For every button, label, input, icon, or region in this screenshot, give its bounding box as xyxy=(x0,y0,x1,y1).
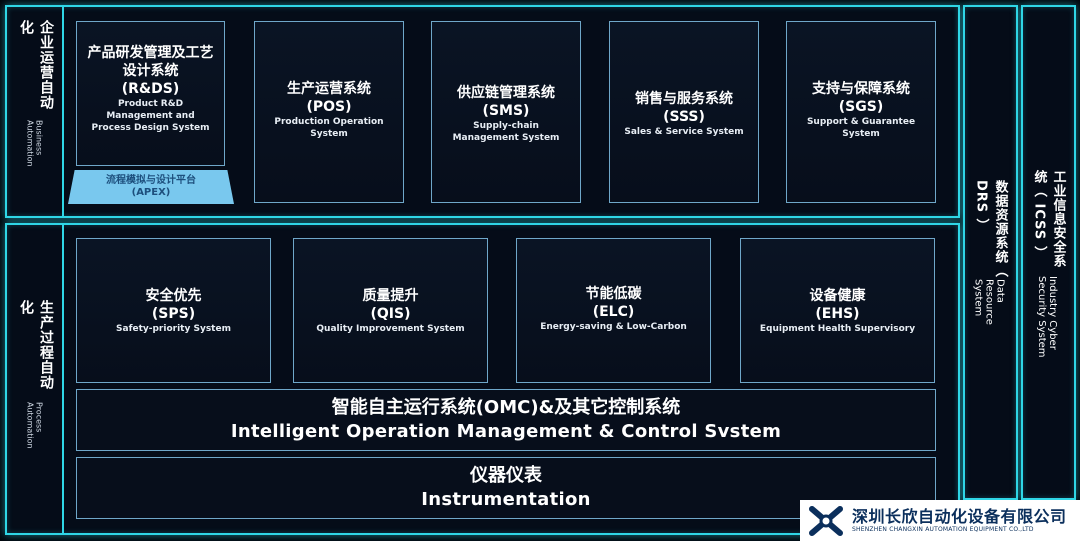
rnd-title-cn: 产品研发管理及工艺设计系统 xyxy=(87,45,214,79)
sgs-abbr: (SGS) xyxy=(838,99,884,115)
ehs-system-box[interactable]: 设备健康 (EHS) Equipment Health Supervisory xyxy=(740,238,935,383)
icss-title-cn: 工业信息安全系统（ ICSS ） xyxy=(1031,170,1066,268)
drs-title-en: Data Resource System xyxy=(972,278,1006,325)
qis-title-en: Quality Improvement System xyxy=(316,324,465,334)
changxin-logo-icon xyxy=(809,505,843,536)
elc-title-cn: 节能低碳 xyxy=(585,286,642,302)
ehs-abbr: (EHS) xyxy=(815,306,860,322)
company-name-cn: 深圳长欣自动化设备有限公司 xyxy=(852,507,1067,526)
sgs-title-en: Support & Guarantee System xyxy=(806,117,916,139)
process-label-cn: 生产过程自动化 xyxy=(18,300,54,390)
process-label-en: Process Automation xyxy=(25,402,44,450)
ehs-title-cn: 设备健康 xyxy=(809,288,866,304)
elc-system-box[interactable]: 节能低碳 (ELC) Energy-saving & Low-Carbon xyxy=(516,238,711,383)
drs-label: 数据资源系统（ DRS ） Data Resource System xyxy=(963,180,1018,350)
sms-title-en: Supply-chain Management System xyxy=(452,121,560,143)
instrumentation-title-cn: 仪器仪表 xyxy=(470,465,542,486)
qis-title-cn: 质量提升 xyxy=(362,288,419,304)
pos-title-cn: 生产运营系统 xyxy=(287,81,371,97)
instrumentation-title-en: Instrumentation xyxy=(421,489,591,510)
icss-title-en: Industry Cyber Security System xyxy=(1036,275,1058,358)
ehs-title-en: Equipment Health Supervisory xyxy=(759,324,916,334)
sgs-system-box[interactable]: 支持与保障系统 (SGS) Support & Guarantee System xyxy=(786,21,936,203)
sss-title-en: Sales & Service System xyxy=(624,127,744,137)
business-automation-label: 企业运营自动化 Business Automation xyxy=(10,20,62,200)
sgs-title-cn: 支持与保障系统 xyxy=(812,81,910,97)
sps-abbr: (SPS) xyxy=(151,306,196,322)
sss-abbr: (SSS) xyxy=(663,109,705,125)
sss-system-box[interactable]: 销售与服务系统 (SSS) Sales & Service System xyxy=(609,21,759,203)
sps-system-box[interactable]: 安全优先 (SPS) Safety-priority System xyxy=(76,238,271,383)
qis-abbr: (QIS) xyxy=(370,306,411,322)
apex-label-abbr: (APEX) xyxy=(131,187,171,198)
elc-abbr: (ELC) xyxy=(592,304,635,320)
instrumentation-box[interactable]: 仪器仪表 Instrumentation xyxy=(76,457,936,519)
icss-panel[interactable] xyxy=(1021,5,1076,500)
business-label-divider xyxy=(62,7,64,216)
process-automation-label: 生产过程自动化 Process Automation xyxy=(10,300,62,480)
icss-label: 工业信息安全系统（ ICSS ） Industry Cyber Security… xyxy=(1021,170,1076,365)
omc-control-system-box[interactable]: 智能自主运行系统(OMC)&及其它控制系统 Intelligent Operat… xyxy=(76,389,936,451)
company-logo: 深圳长欣自动化设备有限公司 SHENZHEN CHANGXIN AUTOMATI… xyxy=(800,500,1080,541)
pos-system-box[interactable]: 生产运营系统 (POS) Production Operation System xyxy=(254,21,404,203)
apex-label-cn: 流程模拟与设计平台 xyxy=(106,175,196,186)
pos-title-en: Production Operation System xyxy=(274,117,384,139)
apex-platform-banner[interactable]: 流程模拟与设计平台 (APEX) xyxy=(68,170,234,204)
company-name-en: SHENZHEN CHANGXIN AUTOMATION EQUIPMENT C… xyxy=(852,526,1034,533)
qis-system-box[interactable]: 质量提升 (QIS) Quality Improvement System xyxy=(293,238,488,383)
omc-title-en: Intelligent Operation Management & Contr… xyxy=(230,421,782,442)
sms-abbr: (SMS) xyxy=(482,103,530,119)
rnd-abbr: (R&DS) xyxy=(121,81,180,97)
business-label-en: Business Automation xyxy=(25,119,44,167)
omc-title-cn: 智能自主运行系统(OMC)&及其它控制系统 xyxy=(331,397,681,418)
rnd-system-box[interactable]: 产品研发管理及工艺设计系统 (R&DS) Product R&D Managem… xyxy=(76,21,225,166)
sps-title-cn: 安全优先 xyxy=(145,288,202,304)
process-label-divider xyxy=(62,225,64,533)
sps-title-en: Safety-priority System xyxy=(116,324,231,334)
pos-abbr: (POS) xyxy=(306,99,352,115)
sms-system-box[interactable]: 供应链管理系统 (SMS) Supply-chain Management Sy… xyxy=(431,21,581,203)
sss-title-cn: 销售与服务系统 xyxy=(635,91,733,107)
drs-title-cn: 数据资源系统（ DRS ） xyxy=(973,180,1008,278)
rnd-title-en: Product R&D Management and Process Desig… xyxy=(91,99,210,133)
elc-title-en: Energy-saving & Low-Carbon xyxy=(540,322,687,332)
business-label-cn: 企业运营自动化 xyxy=(18,20,54,110)
drs-panel[interactable] xyxy=(963,5,1018,500)
sms-title-cn: 供应链管理系统 xyxy=(457,85,555,101)
